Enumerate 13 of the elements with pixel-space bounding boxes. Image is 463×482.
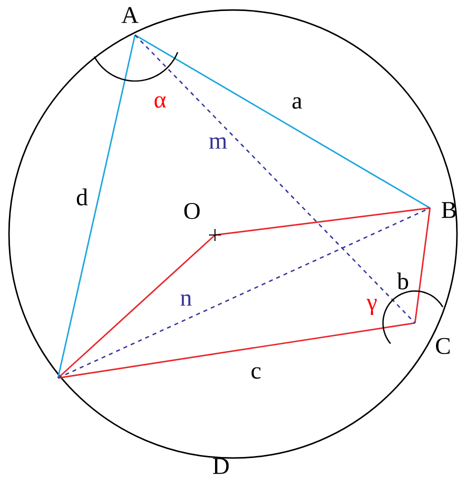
angle-label: α [154,96,166,108]
diagonal-label: n [180,294,192,306]
point-label: B [442,202,456,218]
point-label: C [436,338,450,354]
side-label: c [252,367,261,379]
side-label: a [292,97,302,109]
point-label: D [213,458,229,474]
side-label: d [76,188,88,206]
side-label: b [397,272,408,290]
angle-label: γ [366,298,377,316]
point-label: O [184,202,200,220]
diagonal-label: m [209,137,227,149]
point-label: A [122,7,138,23]
